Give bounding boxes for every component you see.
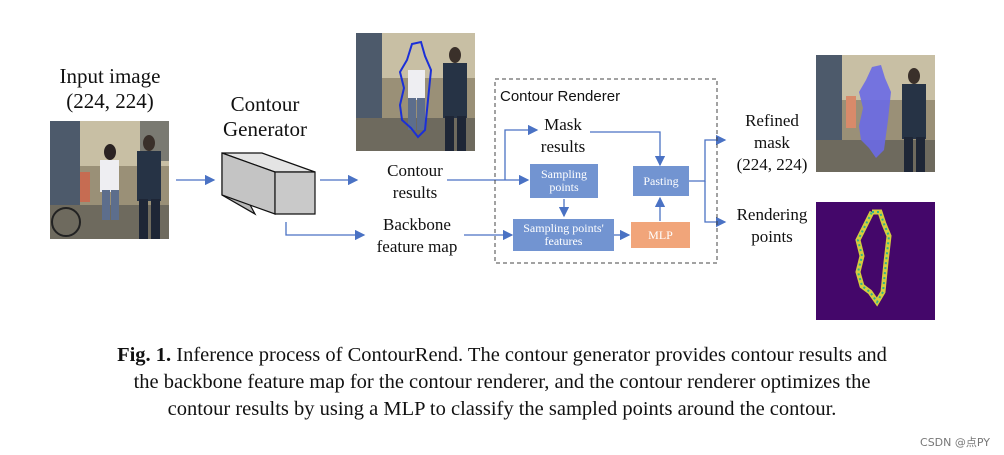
rendering-line2: points: [751, 227, 793, 246]
contour-results-label: Contour results: [365, 160, 465, 204]
rendering-points-label: Rendering points: [728, 204, 816, 248]
caption-text2: the backbone feature map for the contour…: [133, 371, 871, 393]
contour-results-image: [356, 33, 475, 151]
arrow-contour-to-mask: [504, 124, 539, 180]
input-title-line1: Input image: [59, 64, 161, 88]
refined-mask-image: [816, 55, 935, 172]
mask-results-line1: Mask: [544, 115, 582, 134]
backbone-label: Backbone feature map: [362, 214, 472, 258]
backbone-line2: feature map: [376, 237, 458, 256]
generator-line1: Contour: [230, 92, 300, 116]
caption-text3: contour results by using a MLP to classi…: [167, 398, 837, 420]
mask-results-line2: results: [540, 137, 586, 156]
caption-line1: Fig. 1. Inference process of ContourRend…: [20, 342, 984, 369]
rendering-line1: Rendering: [736, 205, 808, 224]
refined-line3: (224, 224): [736, 155, 808, 174]
sampling-points-box: Sampling points: [530, 164, 598, 198]
figure-caption: Fig. 1. Inference process of ContourRend…: [20, 342, 984, 423]
arrow-generator-to-backbone: [285, 222, 366, 241]
sampling-features-box: Sampling points' features: [513, 219, 614, 251]
sampling-points-line2: points: [549, 180, 579, 194]
arrow-mask-to-pasting: [590, 131, 666, 167]
refined-mask-label: Refined mask (224, 224): [728, 110, 816, 176]
watermark: CSDN @点PY: [920, 436, 990, 449]
generator-cube-icon: [221, 152, 316, 216]
arrow-pasting-to-refined: [688, 134, 727, 182]
sampling-points-line1: Sampling: [540, 167, 587, 181]
refined-line1: Refined: [745, 111, 799, 130]
input-image: [50, 121, 169, 239]
input-title-line2: (224, 224): [66, 89, 154, 113]
contour-results-line2: results: [392, 183, 438, 202]
sampling-features-line2: features: [544, 234, 583, 248]
rendering-points-image: [816, 202, 935, 320]
mask-results-label: Mask results: [528, 114, 598, 158]
refined-line2: mask: [754, 133, 790, 152]
caption-fig-number: Fig. 1.: [117, 344, 172, 366]
pasting-box: Pasting: [633, 166, 689, 196]
contour-results-line1: Contour: [387, 161, 443, 180]
renderer-title: Contour Renderer: [500, 88, 621, 105]
generator-label: Contour Generator: [190, 92, 340, 142]
generator-line2: Generator: [223, 117, 307, 141]
sampling-features-line1: Sampling points': [523, 221, 604, 235]
arrow-pasting-to-rendering: [704, 181, 727, 228]
backbone-line1: Backbone: [383, 215, 451, 234]
input-image-title: Input image (224, 224): [40, 64, 180, 114]
caption-text1: Inference process of ContourRend. The co…: [171, 344, 887, 366]
mlp-box: MLP: [631, 222, 690, 248]
